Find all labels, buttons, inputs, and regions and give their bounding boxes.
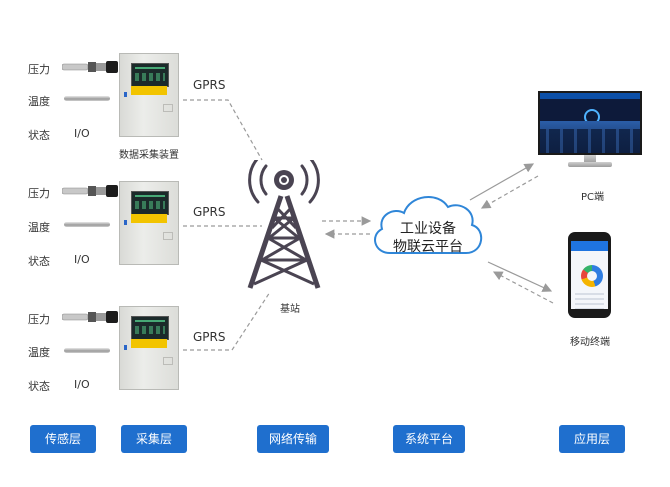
data-collector-device <box>119 306 179 390</box>
mobile-client-label: 移动终端 <box>570 337 610 348</box>
link-line-row1 <box>183 99 263 161</box>
pc-client-label: PC端 <box>581 192 605 203</box>
pressure-sensor-icon <box>62 311 118 323</box>
pressure-label: 压力 <box>28 313 50 326</box>
status-label: 状态 <box>28 380 50 393</box>
pressure-label: 压力 <box>28 187 50 200</box>
tower-caption: 基站 <box>280 304 300 315</box>
cloud-platform-icon <box>374 195 482 254</box>
io-label: I/O <box>74 127 90 140</box>
mobile-phone-icon <box>568 232 611 318</box>
data-collector-device <box>119 53 179 137</box>
pressure-label: 压力 <box>28 63 50 76</box>
layer-network-button[interactable]: 网络传输 <box>257 425 329 453</box>
status-label: 状态 <box>28 129 50 142</box>
temperature-label: 温度 <box>28 346 50 359</box>
layer-collection-button[interactable]: 采集层 <box>121 425 187 453</box>
cloud-to-mobile-arrow <box>487 261 553 292</box>
pressure-sensor-icon <box>62 61 118 73</box>
pc-to-cloud-arrow <box>480 175 539 209</box>
cloud-title: 工业设备 物联云平台 <box>380 220 476 256</box>
pc-monitor-icon <box>538 91 642 171</box>
link-line-row3 <box>183 291 271 351</box>
gprs-label: GPRS <box>193 205 226 219</box>
io-label: I/O <box>74 253 90 266</box>
device-caption: 数据采集装置 <box>119 150 179 161</box>
base-station-tower-icon <box>247 160 321 289</box>
temperature-probe-icon <box>64 222 110 227</box>
cloud-title-line1: 工业设备 <box>400 221 456 237</box>
gprs-label: GPRS <box>193 78 226 92</box>
io-label: I/O <box>74 378 90 391</box>
cloud-title-line2: 物联云平台 <box>393 239 463 255</box>
gprs-label: GPRS <box>193 330 226 344</box>
layer-application-button[interactable]: 应用层 <box>559 425 625 453</box>
temperature-label: 温度 <box>28 221 50 234</box>
layer-sensing-button[interactable]: 传感层 <box>30 425 96 453</box>
temperature-label: 温度 <box>28 95 50 108</box>
status-label: 状态 <box>28 255 50 268</box>
temperature-probe-icon <box>64 96 110 101</box>
cloud-to-pc-arrow <box>469 163 535 201</box>
layer-platform-button[interactable]: 系统平台 <box>393 425 465 453</box>
data-collector-device <box>119 181 179 265</box>
pressure-sensor-icon <box>62 185 118 197</box>
temperature-probe-icon <box>64 348 110 353</box>
